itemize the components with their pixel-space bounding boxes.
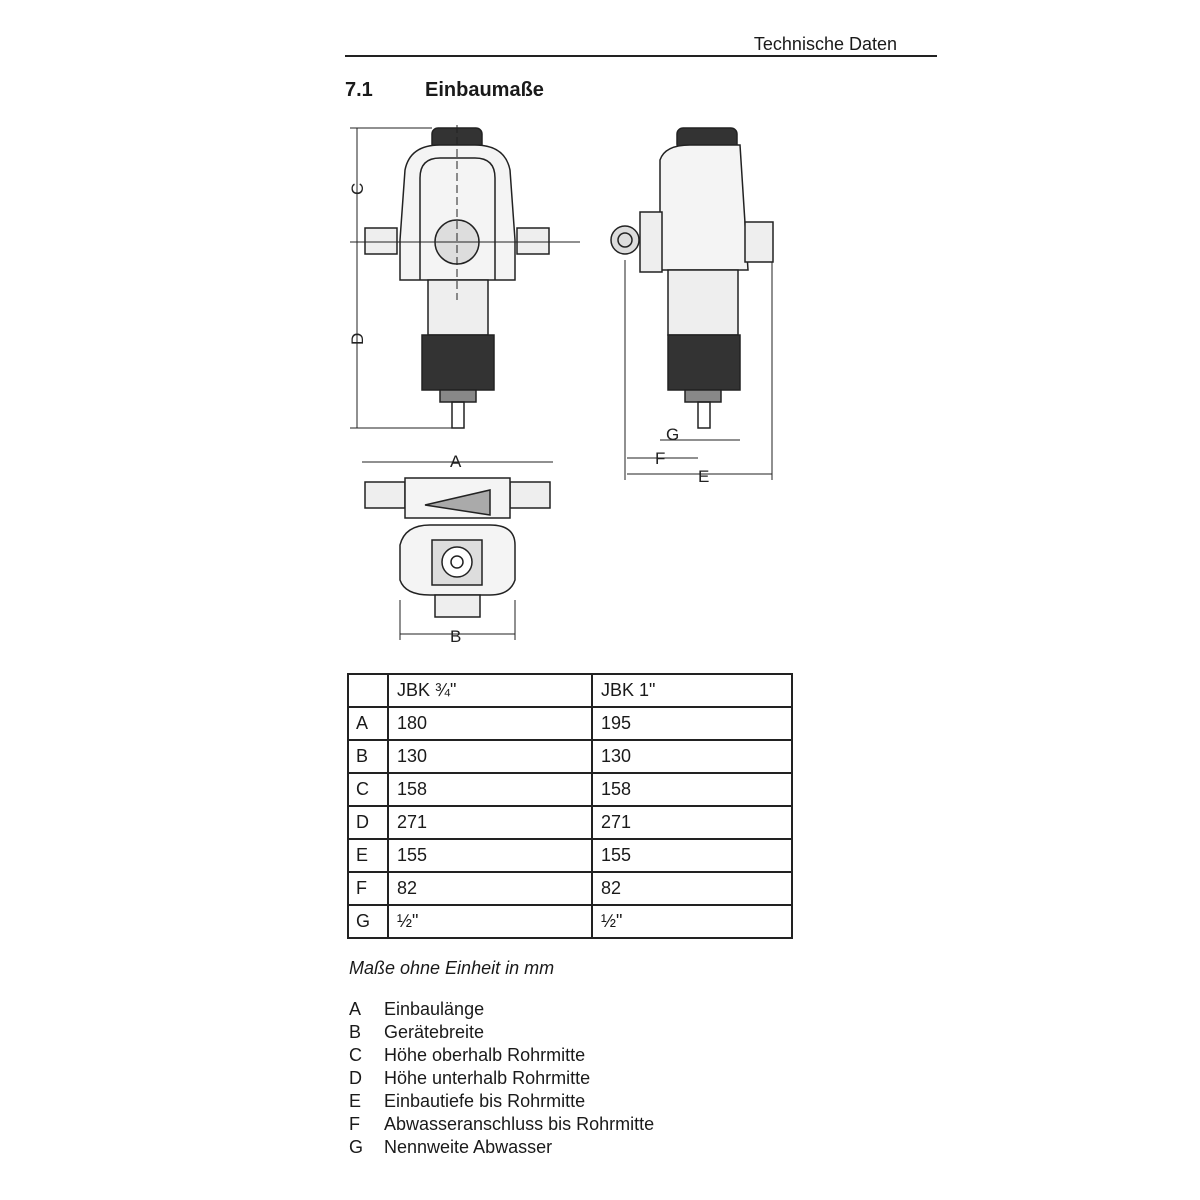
row-key: C: [347, 772, 389, 807]
row-key: A: [347, 706, 389, 741]
legend-key: B: [349, 1022, 362, 1042]
legend-text: Abwasseranschluss bis Rohrmitte: [384, 1114, 655, 1134]
front-view: [350, 125, 580, 429]
value-jbk-1: ½": [591, 904, 793, 939]
value-jbk-3-4: 180: [387, 706, 593, 741]
legend-item: B Gerätebreite: [349, 1021, 654, 1044]
section-title: Einbaumaße: [425, 79, 544, 101]
dimension-label-e: E: [698, 467, 709, 486]
table-header-cell: JBK ¾": [387, 673, 593, 708]
value-jbk-1: 271: [591, 805, 793, 840]
legend-text: Nennweite Abwasser: [384, 1137, 553, 1157]
value-jbk-1: 195: [591, 706, 793, 741]
legend-text: Höhe oberhalb Rohrmitte: [384, 1045, 586, 1065]
legend-text: Einbautiefe bis Rohrmitte: [384, 1091, 586, 1111]
value-jbk-3-4: 82: [387, 871, 593, 906]
legend-key: C: [349, 1045, 362, 1065]
legend-text: Höhe unterhalb Rohrmitte: [384, 1068, 591, 1088]
value-jbk-1: 130: [591, 739, 793, 774]
table-header-cell: JBK 1": [591, 673, 793, 708]
header-rule: [345, 55, 937, 57]
row-key: F: [347, 871, 389, 906]
dimension-label-f: F: [655, 449, 665, 468]
side-view: [610, 127, 774, 480]
dimension-label-c: C: [348, 183, 367, 195]
legend-key: G: [349, 1137, 364, 1157]
legend-item: D Höhe unterhalb Rohrmitte: [349, 1067, 654, 1090]
section-number: 7.1: [345, 79, 373, 101]
value-jbk-3-4: 271: [387, 805, 593, 840]
legend-key: F: [349, 1114, 360, 1134]
legend-key: D: [349, 1068, 362, 1088]
top-view: [362, 461, 553, 640]
dimension-label-d: D: [348, 333, 367, 345]
running-header: Technische Daten: [753, 34, 897, 54]
value-jbk-3-4: ½": [387, 904, 593, 939]
dimension-label-a: A: [450, 452, 462, 471]
table-header-row: JBK ¾" JBK 1": [347, 673, 793, 708]
row-key: E: [347, 838, 389, 873]
value-jbk-1: 82: [591, 871, 793, 906]
dimension-label-g: G: [666, 425, 679, 444]
legend-text: Einbaulänge: [384, 999, 485, 1019]
legend-key: E: [349, 1091, 362, 1111]
dimension-legend: A Einbaulänge B Gerätebreite C Höhe oberhal…: [349, 998, 654, 1159]
value-jbk-3-4: 155: [387, 838, 593, 873]
table-header-cell: [347, 673, 389, 708]
row-key: D: [347, 805, 389, 840]
legend-item: F Abwasseranschluss bis Rohrmitte: [349, 1113, 654, 1136]
legend-key: A: [349, 999, 362, 1019]
legend-item: E Einbautiefe bis Rohrmitte: [349, 1090, 654, 1113]
row-key: G: [347, 904, 389, 939]
table-caption: Maße ohne Einheit in mm: [349, 958, 555, 978]
legend-text: Gerätebreite: [384, 1022, 485, 1042]
legend-item: G Nennweite Abwasser: [349, 1136, 654, 1159]
value-jbk-3-4: 158: [387, 772, 593, 807]
value-jbk-3-4: 130: [387, 739, 593, 774]
dimension-label-b: B: [450, 627, 461, 646]
legend-item: C Höhe oberhalb Rohrmitte: [349, 1044, 654, 1067]
value-jbk-1: 155: [591, 838, 793, 873]
legend-item: A Einbaulänge: [349, 998, 654, 1021]
value-jbk-1: 158: [591, 772, 793, 807]
row-key: B: [347, 739, 389, 774]
